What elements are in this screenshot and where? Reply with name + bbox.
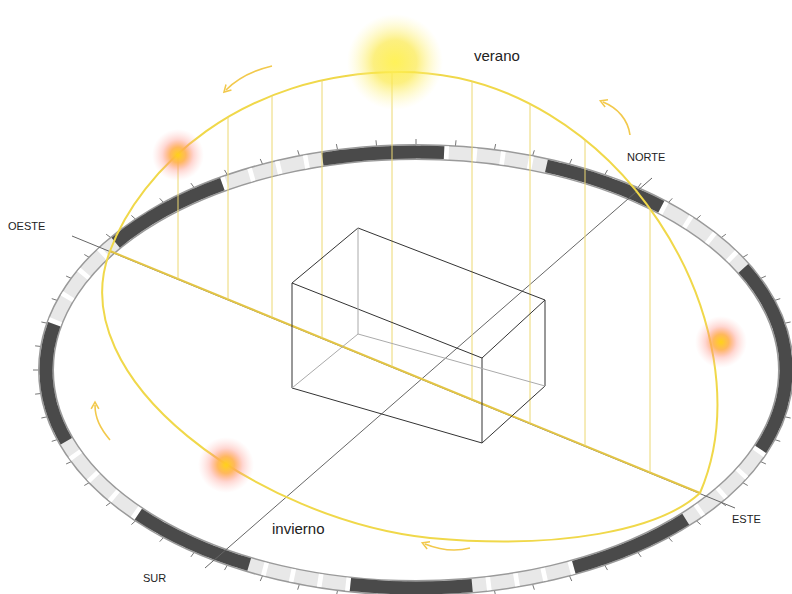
direction-label: NORTE	[627, 151, 665, 163]
direction-arrows	[95, 66, 630, 550]
direction-label: invierno	[272, 521, 325, 538]
compass-ring	[46, 152, 786, 588]
direction-label: verano	[474, 48, 520, 65]
sun-height-line	[530, 104, 531, 423]
direction-label: SUR	[143, 572, 166, 584]
sun-height-lines	[178, 72, 650, 472]
sun-height-line	[650, 208, 651, 472]
sun-height-line	[472, 82, 473, 400]
sun-height-line	[228, 118, 229, 300]
summer-sun-path	[110, 72, 717, 493]
summer-noon-sun	[347, 14, 443, 110]
building-box	[292, 228, 545, 443]
direction-label: OESTE	[8, 220, 45, 232]
ring-divisions	[46, 152, 786, 588]
sun-height-line	[585, 140, 586, 446]
ring-dark-segments	[46, 152, 786, 588]
west-east-axis	[72, 236, 735, 508]
sun-height-line	[272, 96, 273, 318]
ring-ticks	[33, 139, 792, 594]
winter-sun	[198, 437, 254, 493]
sun-height-line	[322, 80, 323, 338]
summer-morning-sun	[695, 316, 747, 368]
compass-ring-outline	[46, 152, 786, 588]
direction-label: ESTE	[732, 513, 761, 525]
winter-sun-path	[102, 251, 700, 541]
sun-rise-set-line	[110, 251, 700, 493]
summer-evening-sun	[152, 129, 204, 181]
